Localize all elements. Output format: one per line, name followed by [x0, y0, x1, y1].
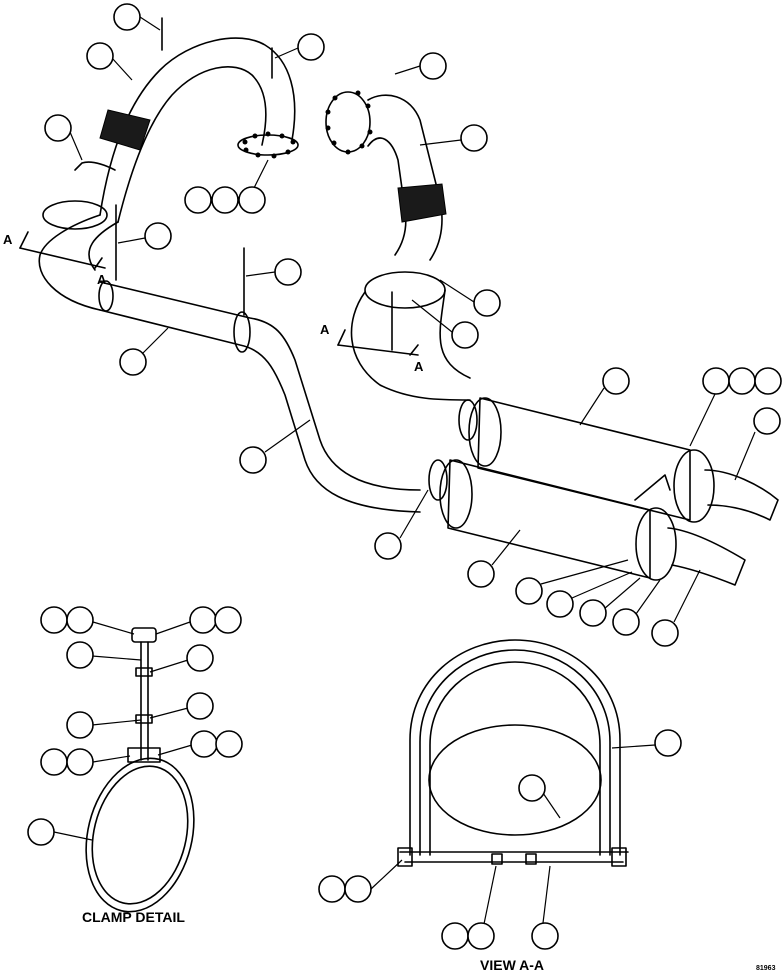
svg-text:A: A	[3, 232, 13, 247]
section-marker-left: A A	[3, 231, 107, 287]
callout-balloon	[374, 532, 402, 560]
callout-balloon	[184, 186, 212, 214]
right-exhaust-pipe	[325, 90, 471, 401]
callout-balloon	[518, 774, 546, 802]
callout-balloon	[579, 599, 607, 627]
callout-balloon	[190, 730, 218, 758]
callout-balloon	[66, 711, 94, 739]
callout-balloon	[189, 606, 217, 634]
view-aa-title: VIEW A-A	[480, 957, 544, 972]
callout-balloon	[419, 52, 447, 80]
callout-balloon	[318, 875, 346, 903]
callout-balloon	[113, 3, 141, 31]
callout-balloon	[467, 922, 495, 950]
callout-balloon	[467, 560, 495, 588]
callout-balloon	[186, 692, 214, 720]
callout-balloon	[515, 577, 543, 605]
callout-balloon	[451, 321, 479, 349]
callout-balloon	[654, 729, 682, 757]
callout-balloon	[119, 348, 147, 376]
svg-text:A: A	[97, 272, 107, 287]
svg-text:A: A	[320, 322, 330, 337]
callout-balloon	[274, 258, 302, 286]
figure-number: 81963	[756, 965, 776, 972]
callout-balloon	[702, 367, 730, 395]
callout-balloon	[215, 730, 243, 758]
callout-balloon	[754, 367, 782, 395]
muffler-lower	[428, 459, 746, 586]
callout-balloon	[239, 446, 267, 474]
callout-balloon	[44, 114, 72, 142]
callout-balloon	[602, 367, 630, 395]
callout-balloon	[441, 922, 469, 950]
section-marker-right: A A	[320, 322, 424, 374]
callout-balloon	[651, 619, 679, 647]
callout-balloon	[460, 124, 488, 152]
callout-balloon	[297, 33, 325, 61]
callout-balloon	[612, 608, 640, 636]
callout-balloon	[66, 606, 94, 634]
callout-balloon	[40, 606, 68, 634]
callout-balloon	[344, 875, 372, 903]
svg-text:A: A	[414, 359, 424, 374]
callout-balloon	[238, 186, 266, 214]
callout-balloon	[86, 42, 114, 70]
callout-balloon	[144, 222, 172, 250]
callout-balloon	[66, 641, 94, 669]
callout-balloon	[753, 407, 781, 435]
callout-balloon	[186, 644, 214, 672]
callout-balloon	[66, 748, 94, 776]
clamp-detail: CLAMP DETAIL	[82, 627, 195, 925]
callouts	[27, 3, 782, 950]
callout-balloon	[211, 186, 239, 214]
callout-balloon	[473, 289, 501, 317]
view-aa: VIEW A-A	[397, 639, 629, 972]
callout-balloon	[531, 922, 559, 950]
callout-balloon	[27, 818, 55, 846]
callout-balloon	[214, 606, 242, 634]
muffler-upper	[458, 397, 779, 523]
callout-balloon	[728, 367, 756, 395]
clamp-detail-title: CLAMP DETAIL	[82, 909, 185, 925]
callout-balloon	[546, 590, 574, 618]
callout-balloon	[40, 748, 68, 776]
